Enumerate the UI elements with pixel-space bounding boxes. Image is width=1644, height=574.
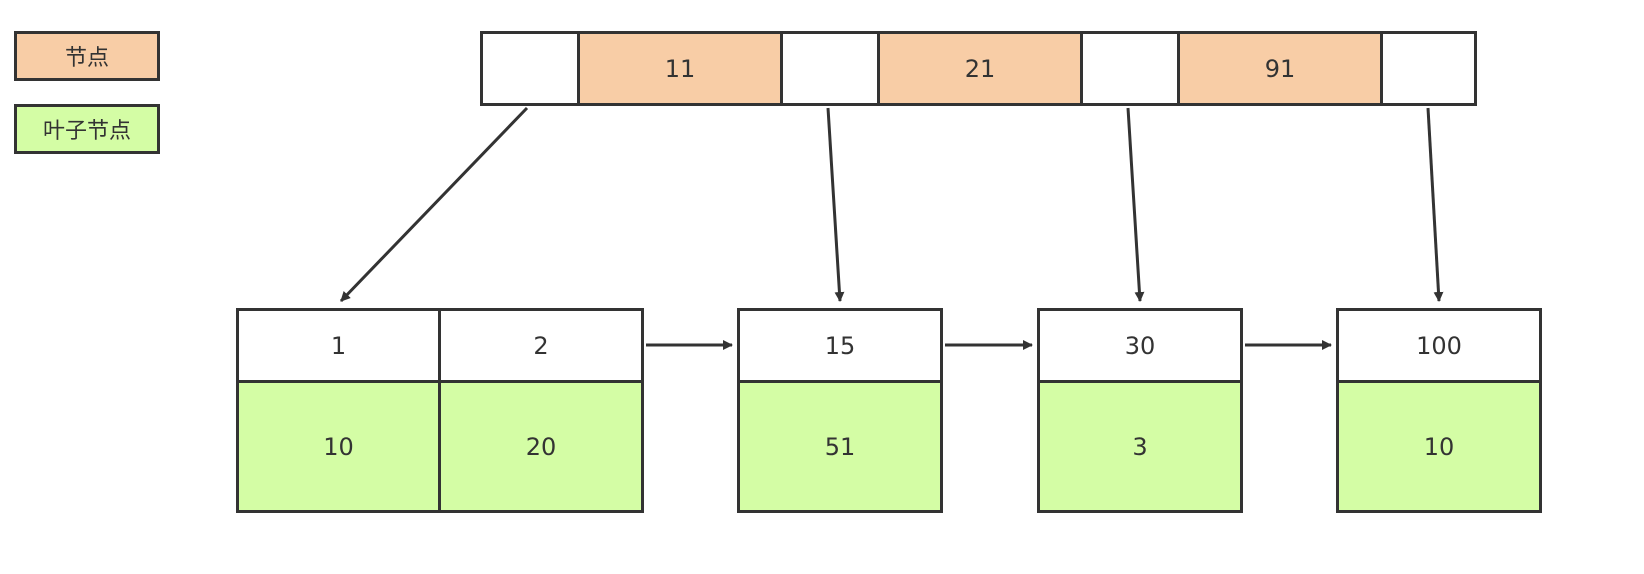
legend-leaf-node-label: 叶子节点 <box>42 119 131 144</box>
leaf-1-key-1-label: 1 <box>330 331 347 360</box>
arrow-root-to-leaf-2 <box>826 107 845 302</box>
root-pointer-3 <box>1080 31 1180 106</box>
leaf-4-value-1-label: 10 <box>1423 432 1455 461</box>
leaf-2-value-1-label: 51 <box>824 432 856 461</box>
root-key-1: 11 <box>577 31 783 106</box>
legend-node-label: 节点 <box>64 46 109 71</box>
leaf-3-value-1: 3 <box>1037 380 1243 513</box>
leaf-1-key-1: 1 <box>236 308 441 383</box>
leaf-2-value-1: 51 <box>737 380 943 513</box>
root-pointer-2 <box>780 31 880 106</box>
leaf-3-value-1-label: 3 <box>1132 432 1148 461</box>
leaf-1-value-2-label: 20 <box>525 432 557 461</box>
root-key-2-label: 21 <box>964 54 996 83</box>
leaf-1-value-2: 20 <box>438 380 644 513</box>
root-key-1-label: 11 <box>664 54 696 83</box>
leaf-2-key-1-label: 15 <box>824 331 856 360</box>
root-key-3-label: 91 <box>1264 54 1296 83</box>
legend-node: 节点 <box>14 31 160 81</box>
root-key-2: 21 <box>877 31 1083 106</box>
leaf-1-key-2-label: 2 <box>533 331 549 360</box>
leaf-2-key-1: 15 <box>737 308 943 383</box>
arrow-root-to-leaf-3 <box>1126 107 1145 302</box>
legend-leaf-node: 叶子节点 <box>14 104 160 154</box>
arrow-root-to-leaf-1 <box>339 106 529 303</box>
leaf-3-key-1-label: 30 <box>1124 331 1156 360</box>
arrow-root-to-leaf-4 <box>1426 107 1444 302</box>
leaf-4-value-1: 10 <box>1336 380 1542 513</box>
leaf-1-value-1: 10 <box>236 380 441 513</box>
root-pointer-4 <box>1380 31 1477 106</box>
leaf-4-key-1-label: 100 <box>1416 331 1462 360</box>
leaf-1-value-1-label: 10 <box>323 432 354 461</box>
